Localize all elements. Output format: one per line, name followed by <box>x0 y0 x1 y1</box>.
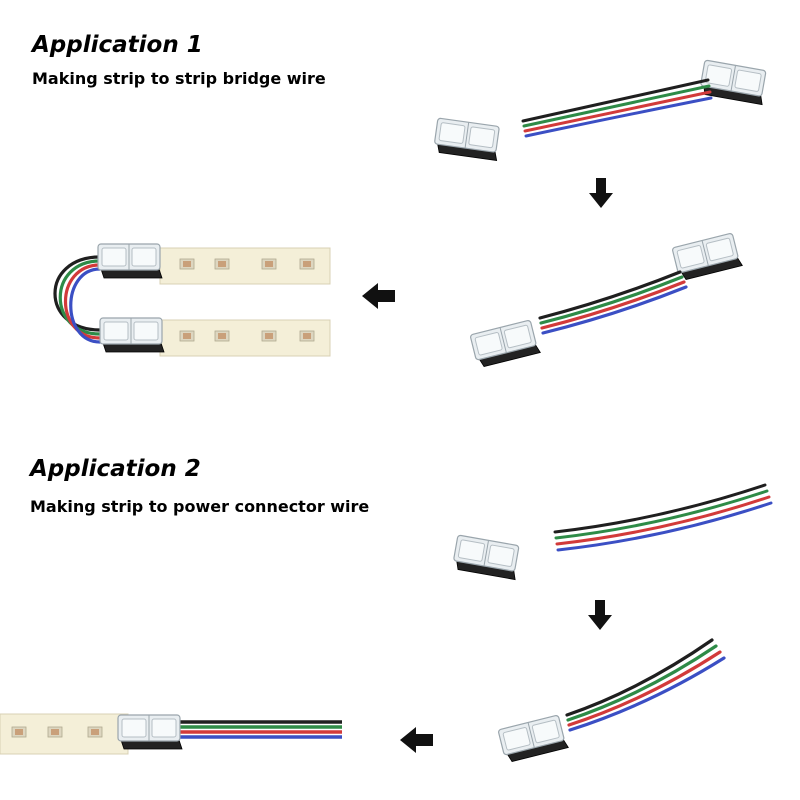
arrow-left-icon <box>400 727 433 753</box>
application-1-title: Application 1 <box>32 32 203 58</box>
a1-assembled-wire <box>469 231 743 369</box>
a2-strip-to-power <box>0 713 342 755</box>
arrow-down-icon <box>589 178 613 208</box>
a2-loose-parts <box>451 483 773 581</box>
arrow-down-icon <box>588 600 612 630</box>
arrow-left-icon <box>362 283 395 309</box>
a2-assembled-wire <box>497 638 726 764</box>
application-1-subtitle: Making strip to strip bridge wire <box>32 69 326 88</box>
application-2-title: Application 2 <box>30 456 201 482</box>
a1-loose-parts <box>432 59 769 162</box>
a1-strips-bridged <box>53 243 331 357</box>
application-2-subtitle: Making strip to power connector wire <box>30 497 370 516</box>
